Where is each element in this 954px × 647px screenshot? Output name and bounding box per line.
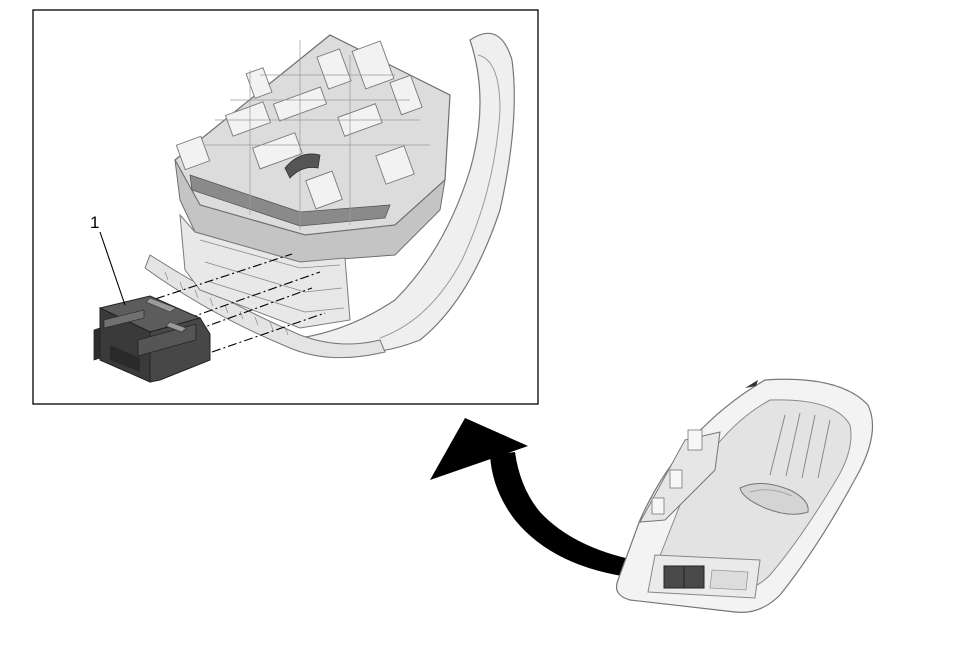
detail-view: 1 <box>32 9 539 405</box>
switch-module <box>93 295 211 383</box>
callout-1-label: 1 <box>90 213 99 232</box>
overview-console <box>615 378 874 613</box>
overhead-console-housing <box>144 32 515 359</box>
callout-1-leader <box>99 231 126 306</box>
